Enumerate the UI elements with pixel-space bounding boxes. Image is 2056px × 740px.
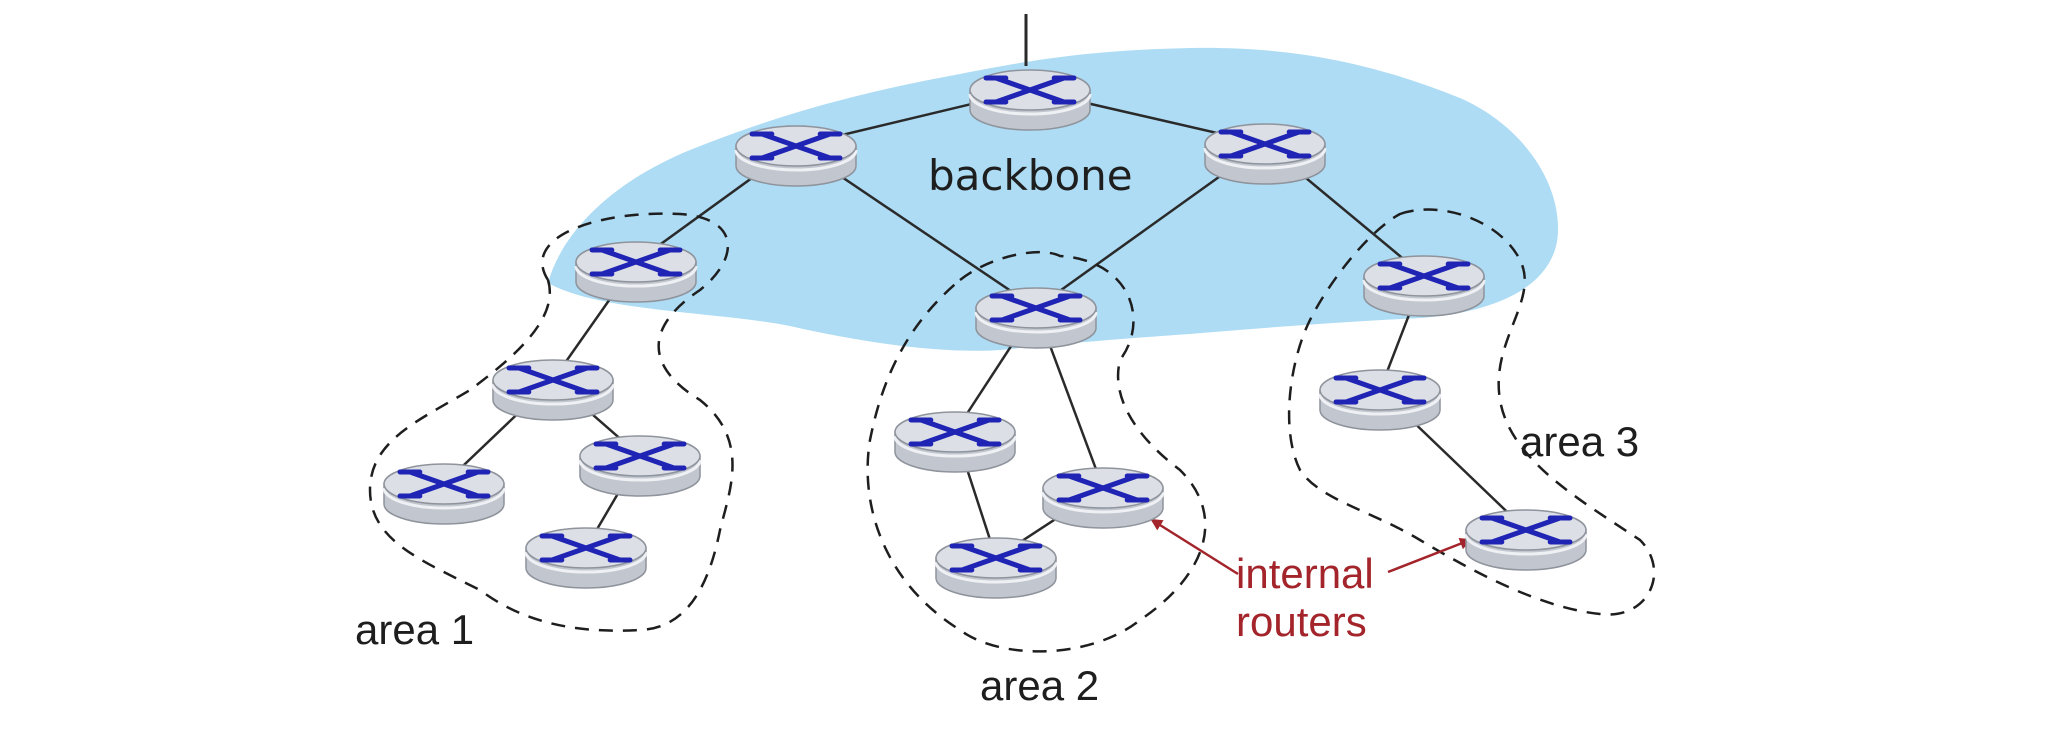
router-x-stroke: [759, 131, 833, 161]
router-rim: [893, 435, 1017, 458]
router-x-stroke: [1343, 375, 1417, 405]
routers-group: [382, 69, 1588, 599]
router-rim: [934, 561, 1058, 584]
internal-routers-label-line1: internal: [1236, 550, 1374, 597]
router-rim: [734, 149, 858, 172]
area-1-label: area 1: [355, 606, 474, 653]
router-x-stroke: [1228, 129, 1302, 159]
router-rim: [1362, 279, 1486, 302]
router-x-stroke: [999, 293, 1073, 323]
router-x-stroke: [599, 247, 673, 277]
area-3-outline: [1287, 208, 1656, 616]
internal-routers-label-line2: routers: [1236, 598, 1367, 645]
router-x-stroke: [993, 75, 1067, 105]
router-icon: [934, 537, 1058, 599]
router-icon: [1318, 369, 1442, 431]
area-2-outline: [866, 250, 1207, 653]
router-icon: [968, 69, 1092, 131]
router-icon: [524, 527, 648, 589]
router-icon: [974, 287, 1098, 349]
router-x-stroke: [549, 533, 623, 563]
annotation-arrow-area2: [1150, 518, 1239, 576]
router-rim: [574, 265, 698, 288]
router-rim: [491, 383, 615, 406]
router-rim: [968, 93, 1092, 116]
router-rim: [1203, 147, 1327, 170]
router-rim: [578, 459, 702, 482]
router-icon: [578, 435, 702, 497]
router-x-stroke: [407, 469, 481, 499]
router-icon: [893, 411, 1017, 473]
router-icon: [1041, 467, 1165, 529]
router-x-stroke: [1387, 261, 1461, 291]
router-icon: [1362, 255, 1486, 317]
router-icon: [382, 463, 506, 525]
area-2-label: area 2: [980, 662, 1099, 709]
router-icon: [1203, 123, 1327, 185]
backbone-region: [548, 47, 1559, 351]
router-rim: [382, 487, 506, 510]
router-x-stroke: [918, 417, 992, 447]
router-x-stroke: [516, 365, 590, 395]
router-x-stroke: [1066, 473, 1140, 503]
router-icon: [734, 125, 858, 187]
router-icon: [491, 359, 615, 421]
area-1-outline: [368, 212, 734, 632]
area-3-label: area 3: [1520, 418, 1639, 465]
backbone-label: backbone: [928, 151, 1133, 200]
router-icon: [1464, 509, 1588, 571]
router-rim: [524, 551, 648, 574]
router-x-stroke: [603, 441, 677, 471]
router-x-stroke: [959, 543, 1033, 573]
router-rim: [1464, 533, 1588, 556]
router-rim: [1318, 393, 1442, 416]
router-rim: [1041, 491, 1165, 514]
router-rim: [974, 311, 1098, 334]
annotation-arrow-area3: [1387, 538, 1472, 574]
router-icon: [574, 241, 698, 303]
router-x-stroke: [1489, 515, 1563, 545]
